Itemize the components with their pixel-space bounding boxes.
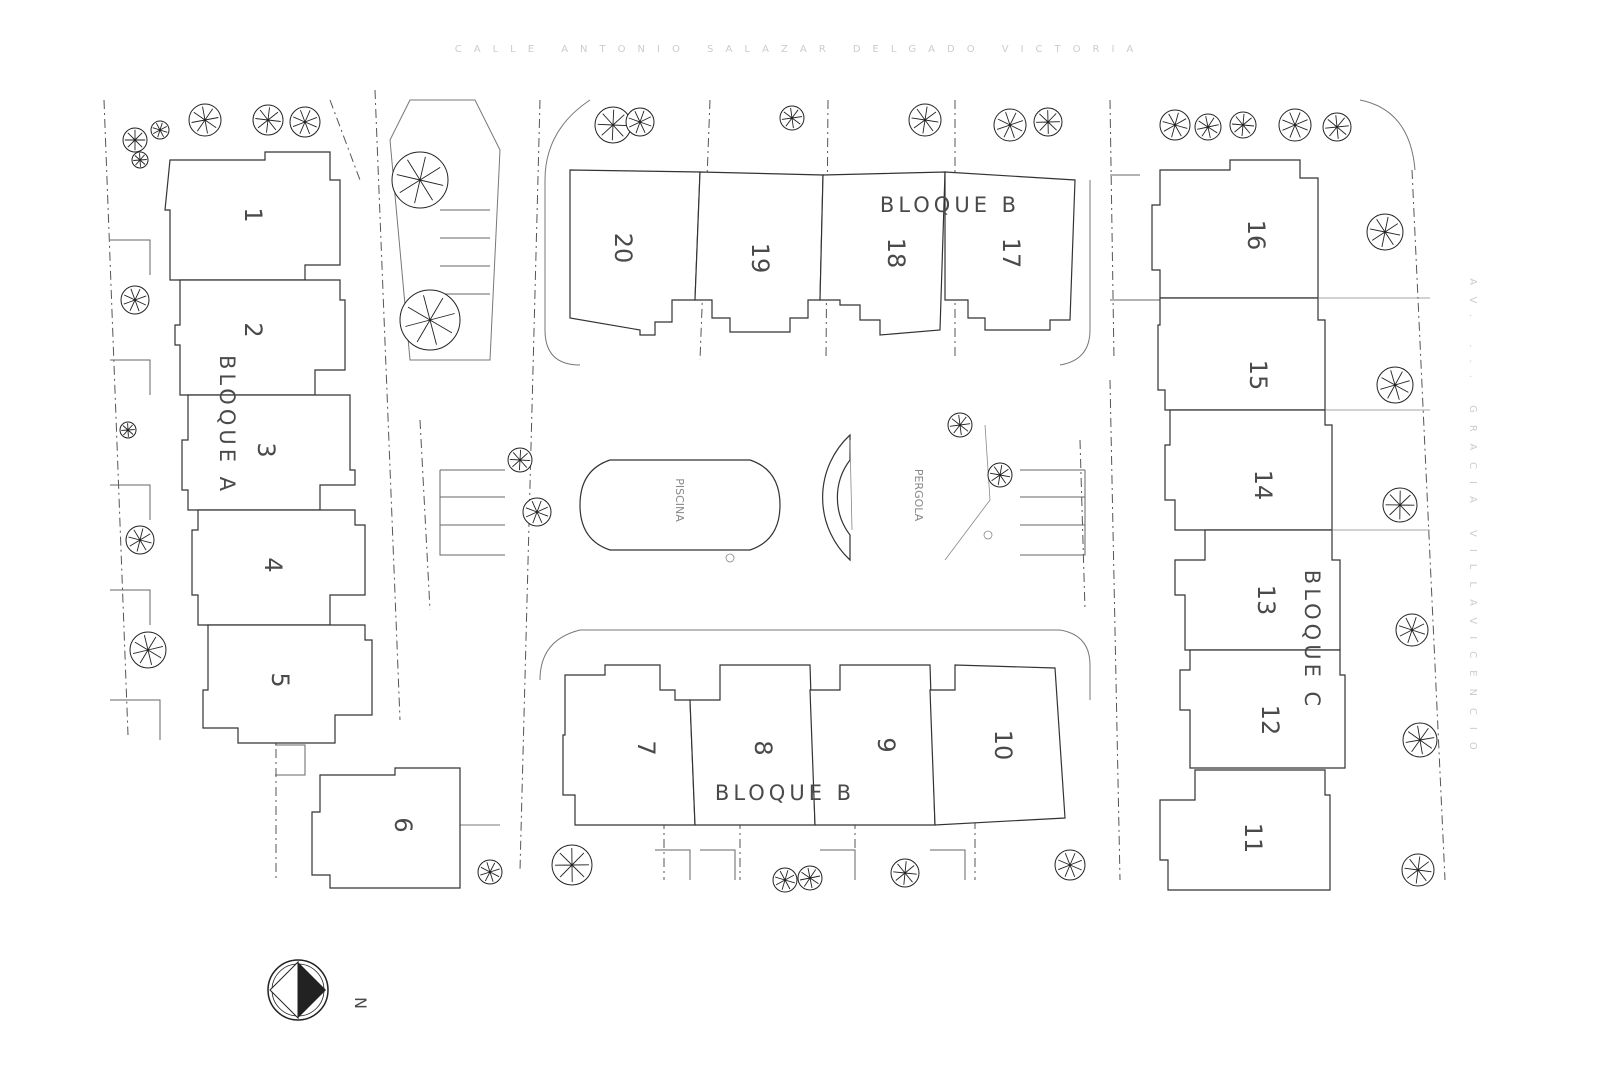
tree-icon: [993, 108, 1027, 142]
tree-icon: [119, 421, 137, 439]
tree-icon: [594, 106, 632, 144]
unit-label-14: 14: [1249, 470, 1277, 501]
tree-icon: [987, 462, 1013, 488]
unit-14: [1164, 409, 1333, 531]
unit-15: [1157, 297, 1326, 411]
unit-12: [1179, 649, 1346, 769]
trees: [119, 103, 1438, 893]
tree-icon: [129, 631, 167, 669]
tree-icon: [1382, 487, 1418, 523]
block-a-label: BLOQUE A: [215, 355, 239, 495]
north-label: N: [351, 997, 370, 1009]
block-b-top-label: BLOQUE B: [880, 193, 1020, 217]
tree-icon: [150, 120, 170, 140]
tree-icon: [1194, 113, 1222, 141]
tree-icon: [1322, 112, 1352, 142]
tree-icon: [120, 285, 150, 315]
tree-icon: [1395, 613, 1429, 647]
tree-icon: [1054, 849, 1086, 881]
access-road: [389, 99, 1416, 826]
unit-label-17: 17: [997, 238, 1025, 269]
tree-icon: [1376, 366, 1414, 404]
pool-outline: [579, 459, 781, 551]
parking-stalls: [110, 174, 1160, 880]
unit-17: [944, 171, 1076, 331]
unit-7: [562, 664, 696, 826]
unit-label-1: 1: [239, 207, 267, 222]
tree-icon: [1033, 107, 1063, 137]
unit-label-19: 19: [746, 243, 774, 274]
street-name-top: CALLE ANTONIO SALAZAR DELGADO VICTORIA: [455, 44, 1146, 55]
unit-1: [164, 151, 341, 281]
street-name-right: AV. ... GRACIA VILLAVICENCIO: [1467, 278, 1478, 761]
unit-8: [689, 664, 816, 826]
unit-label-15: 15: [1244, 360, 1272, 391]
unit-10: [929, 664, 1066, 826]
tree-icon: [289, 106, 321, 138]
unit-13: [1174, 529, 1341, 651]
tree-icon: [252, 104, 284, 136]
tree-icon: [908, 103, 942, 137]
unit-11: [1159, 769, 1331, 891]
unit-label-12: 12: [1256, 705, 1284, 736]
block-c-label: BLOQUE C: [1300, 570, 1324, 710]
unit-label-11: 11: [1239, 823, 1267, 854]
unit-label-6: 6: [389, 817, 417, 832]
unit-label-20: 20: [609, 233, 637, 264]
unit-16: [1151, 159, 1319, 299]
pool-label: PISCINA: [673, 478, 686, 522]
tree-icon: [522, 497, 552, 527]
north-arrow-icon: [267, 959, 329, 1021]
tree-icon: [1401, 853, 1435, 887]
unit-label-3: 3: [252, 442, 280, 457]
property-lines: [103, 89, 1446, 881]
unit-label-9: 9: [872, 737, 900, 752]
tree-icon: [477, 859, 503, 885]
block-a: 1 2 3 4 5 6 BLOQUE A: [164, 151, 461, 889]
unit-6: [311, 767, 461, 889]
tree-icon: [125, 525, 155, 555]
tree-icon: [779, 105, 805, 131]
tree-icon: [1366, 213, 1404, 251]
unit-label-5: 5: [266, 672, 294, 687]
tree-icon: [797, 865, 823, 891]
pergola-ring: [822, 433, 851, 562]
tree-icon: [625, 107, 655, 137]
unit-18: [819, 171, 946, 336]
tree-icon: [122, 127, 148, 153]
unit-5: [202, 624, 373, 744]
tree-icon: [947, 412, 973, 438]
unit-label-7: 7: [632, 740, 660, 755]
tree-icon: [507, 447, 533, 473]
tree-icon: [890, 858, 920, 888]
tree-icon: [188, 103, 222, 137]
amenity-area: PISCINA PERGOLA: [579, 424, 993, 563]
unit-label-4: 4: [259, 557, 287, 572]
tree-icon: [391, 151, 449, 209]
block-b-top: 20 19 18 17 BLOQUE B: [569, 169, 1076, 336]
tree-icon: [1278, 108, 1312, 142]
pergola-label: PERGOLA: [912, 469, 925, 522]
unit-label-8: 8: [749, 740, 777, 755]
unit-label-2: 2: [239, 322, 267, 337]
tree-icon: [1229, 111, 1257, 139]
unit-label-13: 13: [1252, 585, 1280, 616]
block-b-bottom: 7 8 9 10 BLOQUE B: [562, 664, 1066, 826]
block-b-bottom-label: BLOQUE B: [715, 781, 855, 805]
unit-label-18: 18: [882, 238, 910, 269]
tree-icon: [551, 844, 593, 886]
unit-label-16: 16: [1242, 220, 1270, 251]
unit-9: [809, 664, 936, 826]
block-c: 16 15 14 13 12 11 BLOQUE C: [1151, 159, 1430, 891]
tree-icon: [1159, 109, 1191, 141]
tree-icon: [1402, 722, 1438, 758]
tree-icon: [131, 151, 149, 169]
unit-label-10: 10: [989, 730, 1017, 761]
tree-icon: [772, 867, 798, 893]
tree-icon: [399, 289, 461, 351]
